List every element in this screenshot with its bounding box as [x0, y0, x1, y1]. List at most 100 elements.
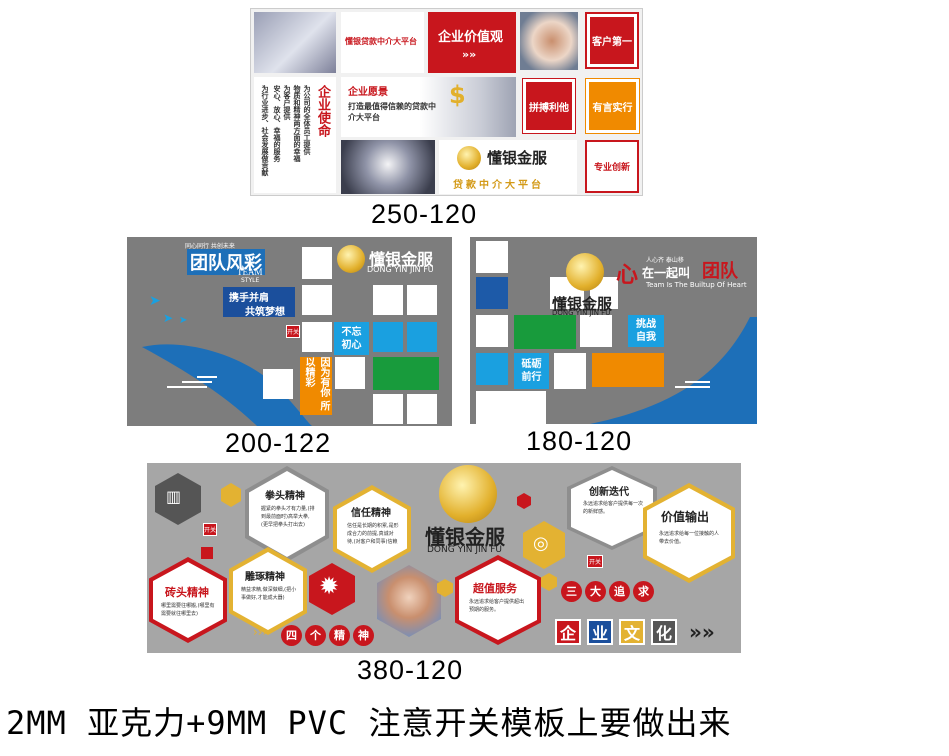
culture-char: 化 — [651, 619, 677, 645]
globe-icon: ◎ — [533, 533, 549, 554]
skyblue-square — [476, 353, 508, 385]
platform-tagline: 懂银贷款中介大平台 — [345, 37, 417, 46]
gear-hex — [309, 563, 355, 615]
heading-team: 团队 — [702, 261, 738, 282]
brick-spirit-title: 砖头精神 — [165, 586, 209, 599]
blue-square — [373, 322, 403, 352]
platform-tagline-tile: 懂银贷款中介大平台 — [341, 12, 424, 73]
blue-wave — [590, 317, 757, 424]
mission-block: 企业使命 为公司的全体员工提供 物质和精神两方面的幸福 为客户提供 安心、放心、… — [254, 77, 336, 193]
heading-en: Team Is The Builtup Of Heart — [646, 281, 747, 289]
brand-en: DONG YIN JIN FU — [427, 545, 502, 555]
photo-handshake-desk — [254, 12, 336, 73]
promise-label: 有言实行 — [592, 102, 633, 114]
tile-forge-ahead-label: 砥砺前行 — [521, 359, 542, 383]
mission-line-4: 安心、放心、幸福的服务 — [273, 85, 281, 162]
trust-spirit-title: 信任精神 — [351, 508, 391, 519]
fight-tile: 拼搏利他 — [522, 78, 576, 134]
photo-slot — [476, 241, 508, 273]
fist-spirit-title: 拳头精神 — [265, 491, 305, 502]
photo-slot — [335, 357, 365, 389]
value-service-text: 永远追求给客户提供超出预期的服务。 — [469, 599, 525, 613]
mission-title: 企业使命 — [315, 85, 330, 137]
culture-char: 企 — [555, 619, 581, 645]
brand-logo-icon — [337, 245, 365, 273]
value-arrows: »» — [462, 48, 477, 61]
photo-slot — [554, 353, 586, 389]
brick-spirit-hex: 砖头精神 哪里需要往哪搬,(哪里有需要就往哪里去) — [153, 562, 223, 638]
photo-slot — [476, 315, 508, 347]
four-spirits-row: 四 个 精 神 — [281, 625, 381, 647]
culture-row: 企 业 文 化 »» — [555, 619, 735, 647]
red-hex-deco — [517, 493, 531, 509]
vision-text: 打造最值得信赖的贷款中介大平台 — [348, 102, 436, 122]
mission-line-1: 为公司的全体员工提供 — [303, 85, 311, 155]
green-block — [514, 315, 576, 349]
innovation-tile: 专业创新 — [585, 140, 639, 193]
carve-spirit-title: 雕琢精神 — [245, 572, 285, 583]
gear-icon: ✹ — [319, 572, 340, 600]
blue-square — [407, 322, 437, 352]
brand-logo-icon — [566, 253, 604, 291]
three-pursuits-char: 求 — [633, 581, 654, 602]
heading-mid: 在一起叫 — [642, 266, 691, 280]
brand-name: 懂银金服 — [487, 149, 548, 167]
navy-square — [476, 277, 508, 309]
vision-block: 企业愿景 打造最值得信赖的贷款中介大平台 $ — [341, 77, 516, 137]
innovation-label: 专业创新 — [593, 163, 630, 173]
dove-icon: ➤ — [163, 311, 174, 325]
red-square-deco — [201, 547, 213, 559]
four-spirits-char: 神 — [353, 625, 374, 646]
output-hex: 价值输出 永远追求给每一位接触的人带去价值。 — [647, 488, 731, 578]
gold-hex-deco — [437, 579, 453, 597]
tile-forge-ahead: 砥砺前行 — [514, 353, 549, 389]
slogan-box: 携手并肩 共筑梦想 — [223, 287, 295, 318]
fight-label: 拼搏利他 — [529, 102, 569, 114]
photo-handshake — [520, 12, 578, 70]
tile-challenge-self-label: 挑战自我 — [636, 319, 656, 343]
photo-slot — [263, 369, 293, 399]
size-label-200-122: 200-122 — [225, 428, 332, 458]
brand-logo-icon — [457, 146, 481, 170]
dove-icon: ➤ — [179, 315, 188, 326]
dollar-icon: $ — [449, 81, 466, 109]
tile-remember-origin: 不忘初心 — [334, 322, 369, 355]
small-caption: 同心同行 共创未来 — [185, 243, 235, 250]
four-spirits-char: 个 — [305, 625, 326, 646]
brand-name: 懂银金服 — [425, 525, 505, 549]
four-spirits-char: 四 — [281, 625, 302, 646]
three-pursuits-row: 三 大 追 求 — [561, 581, 661, 603]
green-block — [373, 357, 439, 390]
photo-slot — [302, 322, 332, 352]
panel-200-122: ➤ ➤ ➤ 同心同行 共创未来 团队风彩 TEAM STYLE 携手并肩 共筑梦… — [127, 237, 452, 426]
brand-en: DONG YIN JIN FU — [552, 309, 611, 317]
photo-slot — [580, 315, 612, 347]
photo-hands-hex — [377, 565, 441, 637]
gold-hex-deco — [541, 573, 557, 591]
photo-slot — [407, 394, 437, 424]
culture-char: 文 — [619, 619, 645, 645]
slogan-line-2: 共筑梦想 — [245, 307, 285, 318]
mission-line-5: 为行业进步、社会发展做贡献 — [261, 85, 269, 176]
brand-tagline: 贷款中介大平台 — [453, 180, 544, 191]
customer-first-tile: 客户第一 — [585, 12, 639, 69]
three-pursuits-char: 大 — [585, 581, 606, 602]
switch-marker: 开关 — [587, 555, 603, 568]
tile-because-you: 因为有你 所以精彩 — [300, 357, 332, 415]
photo-slot — [373, 285, 403, 315]
panel-180-120: 挑战自我 砥砺前行 懂银金服 DONG YIN JIN FU 心 人心齐 泰山移… — [470, 237, 757, 424]
innovate-text: 永远追求给客户提供每一次的新鲜感。 — [583, 501, 644, 515]
mission-line-3: 为客户提供 — [283, 85, 291, 120]
brand-en: DONG YIN JIN FU — [367, 265, 434, 274]
gold-hex-deco — [523, 521, 565, 569]
brand-logo-icon — [439, 465, 497, 523]
blue-wave — [142, 344, 312, 426]
panel-380-120: ▥ 开关 拳头精神 握紧的拳头才有力量,(排到最前面时)高举大拳,(更早把拳头打… — [147, 463, 741, 653]
size-label-180-120: 180-120 — [526, 426, 633, 456]
four-spirits-char: 精 — [329, 625, 350, 646]
tile-because-you-label: 因为有你 所以精彩 — [303, 357, 329, 411]
tile-remember-origin-label: 不忘初心 — [341, 326, 362, 351]
photo-team-hands — [341, 140, 435, 194]
team-en-sub: STYLE — [241, 277, 260, 284]
mission-line-2: 物质和精神两方面的幸福 — [293, 85, 301, 162]
